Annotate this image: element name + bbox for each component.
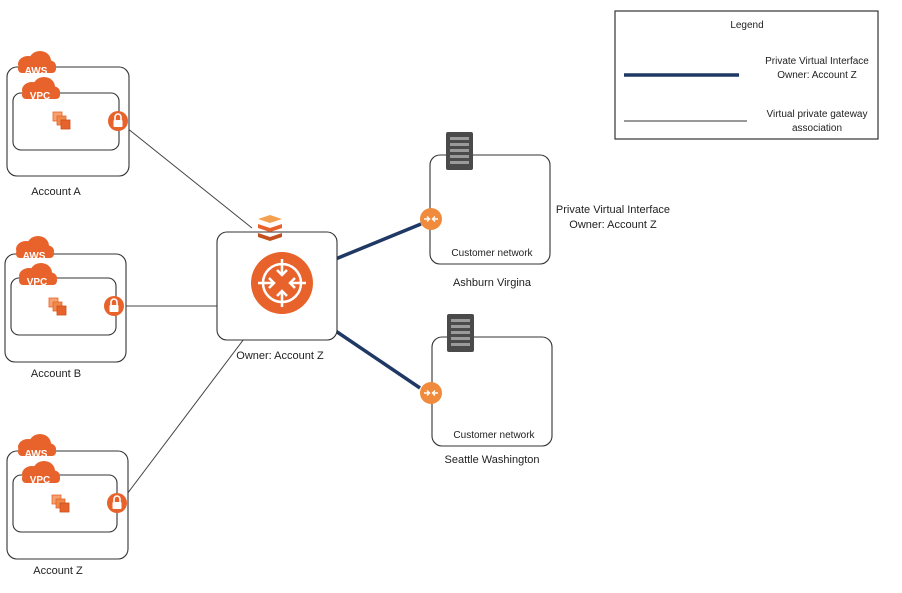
router-icon[interactable]: [419, 381, 443, 405]
customer-network-seattle-label: Customer network: [453, 430, 535, 441]
account-z-aws-badge: AWS: [25, 449, 48, 460]
server-rack-icon: [447, 314, 474, 352]
account-b-aws-badge: AWS: [23, 251, 46, 262]
legend-vgw-label-line2: association: [792, 123, 842, 134]
account-b-label: Account B: [31, 368, 81, 380]
lock-icon[interactable]: [103, 295, 125, 317]
pvi-annotation-line2: Owner: Account Z: [569, 219, 657, 231]
account-a-aws-badge: AWS: [25, 66, 48, 77]
account-b-group: AWS VPC Account B: [4, 236, 127, 380]
legend: Legend Private Virtual Interface Owner: …: [614, 10, 879, 140]
account-z-group: AWS VPC Account Z: [6, 434, 129, 577]
pvi-annotation-line1: Private Virtual Interface: [556, 204, 670, 216]
customer-network-ashburn-group: Customer network Ashburn Virgina: [419, 132, 551, 289]
account-z-label: Account Z: [33, 565, 83, 577]
direct-connect-gateway-group: Owner: Account Z: [216, 215, 338, 362]
lock-icon[interactable]: [107, 110, 129, 132]
account-a-vpc-badge: VPC: [30, 91, 51, 102]
customer-network-ashburn-label: Customer network: [451, 248, 533, 259]
gateway-owner-label: Owner: Account Z: [236, 350, 324, 362]
legend-vgw-label-line1: Virtual private gateway: [767, 109, 868, 120]
seattle-location-label: Seattle Washington: [445, 454, 540, 466]
customer-network-seattle-group: Customer network Seattle Washington: [419, 314, 553, 466]
lock-icon[interactable]: [106, 492, 128, 514]
stack-icon: [258, 215, 282, 241]
account-a-label: Account A: [31, 186, 81, 198]
router-icon[interactable]: [419, 207, 443, 231]
ashburn-location-label: Ashburn Virgina: [453, 277, 532, 289]
account-a-group: AWS VPC Account A: [6, 51, 130, 198]
direct-connect-gateway-icon[interactable]: [251, 252, 313, 314]
vgw-association-line-account-a: [126, 127, 253, 229]
account-b-vpc-badge: VPC: [27, 277, 48, 288]
legend-title: Legend: [730, 20, 763, 31]
vgw-association-line-account-z: [123, 314, 263, 499]
legend-pvi-label-line1: Private Virtual Interface: [765, 56, 869, 67]
legend-pvi-label-line2: Owner: Account Z: [777, 70, 856, 81]
account-z-vpc-badge: VPC: [30, 475, 51, 486]
server-rack-icon: [446, 132, 473, 170]
